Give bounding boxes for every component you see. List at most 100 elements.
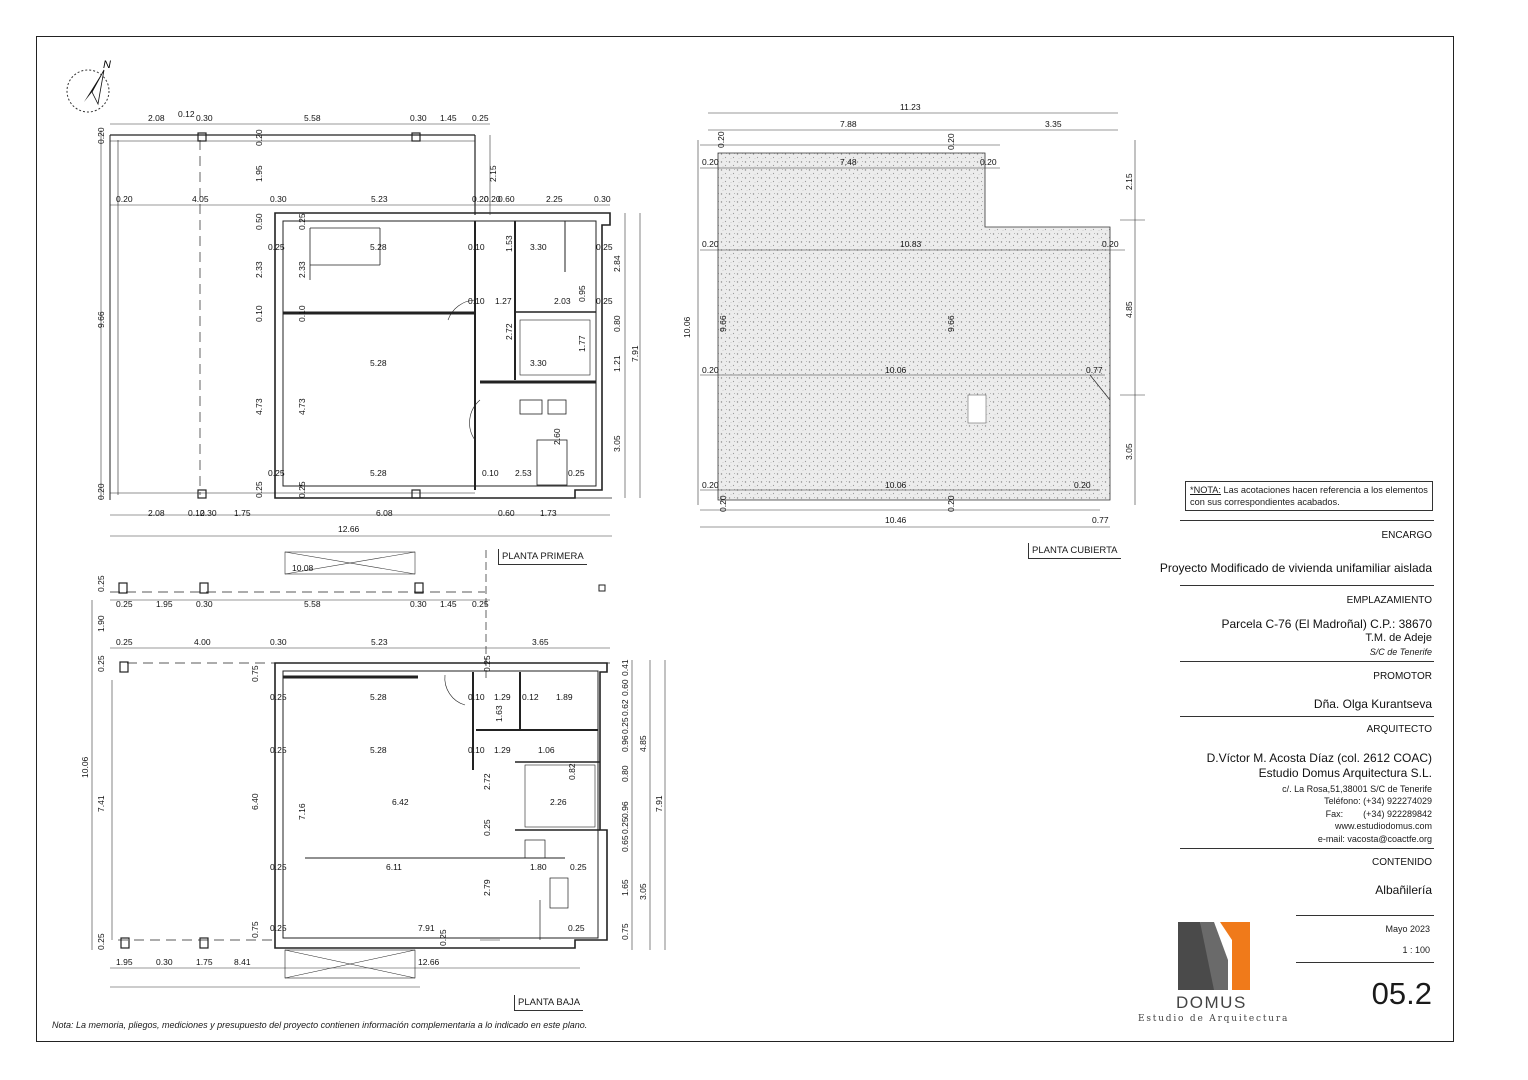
dim-label: 0.25 — [270, 862, 287, 872]
dim-label: 0.25 — [297, 481, 307, 498]
dim-label: 0.25 — [568, 468, 585, 478]
dimension-labels-baja: 0.25 0.25 1.95 0.30 5.58 0.30 1.45 0.25 … — [80, 575, 664, 967]
dim-label: 0.25 — [620, 717, 630, 734]
domus-logo-icon — [1178, 922, 1250, 990]
dim-label: 2.72 — [504, 323, 514, 340]
dim-label: 4.85 — [638, 735, 648, 752]
dim-label: 0.77 — [1086, 365, 1103, 375]
dim-label: 0.96 — [620, 735, 630, 752]
dim-label: 0.30 — [196, 599, 213, 609]
dim-label: 10.08 — [292, 563, 314, 573]
dim-label: 0.25 — [472, 113, 489, 123]
dim-label: 0.75 — [250, 665, 260, 682]
dim-label: 7.48 — [840, 157, 857, 167]
dim-label: 1.29 — [494, 745, 511, 755]
divider — [1296, 915, 1434, 916]
dim-label: 1.27 — [495, 296, 512, 306]
dim-label: 0.25 — [96, 575, 106, 592]
dim-label: 11.23 — [900, 102, 921, 112]
dim-label: 0.20 — [116, 194, 133, 204]
dim-label: 2.72 — [482, 773, 492, 790]
dim-label: 4.00 — [194, 637, 211, 647]
logo-subtitle: Estudio de Arquitectura — [1138, 1014, 1290, 1024]
dim-label: 0.20 — [702, 365, 719, 375]
dim-label: 0.20 — [96, 127, 106, 144]
dim-label: 10.06 — [682, 316, 692, 338]
dim-label: 0.20 — [1074, 480, 1091, 490]
dim-label: 0.20 — [980, 157, 997, 167]
planta-cubierta-dimension-lines — [697, 112, 1145, 528]
dim-label: 0.30 — [156, 957, 173, 967]
dimension-labels-primera: 2.08 0.12 0.30 5.58 0.30 1.45 0.25 0.20 … — [96, 109, 640, 573]
dim-label: 0.20 — [702, 480, 719, 490]
dim-label: 2.08 — [148, 508, 165, 518]
divider — [1180, 661, 1434, 662]
dim-label: 0.10 — [254, 305, 264, 322]
dim-label: 0.25 — [270, 692, 287, 702]
dim-label: 0.95 — [577, 285, 587, 302]
dim-label: 0.75 — [250, 921, 260, 938]
dim-label: 9.66 — [946, 315, 956, 332]
dim-label: 3.35 — [1045, 119, 1062, 129]
dim-label: 7.16 — [297, 803, 307, 820]
dim-label: 2.25 — [546, 194, 563, 204]
dim-label: 3.65 — [532, 637, 549, 647]
emplazamiento-line1: Parcela C-76 (El Madroñal) C.P.: 38670 — [1221, 617, 1432, 631]
dim-label: 0.10 — [482, 468, 499, 478]
contenido-label: CONTENIDO — [1372, 857, 1432, 868]
emplazamiento-line2: T.M. de Adeje — [1365, 632, 1432, 644]
arquitecto-line1: D.Víctor M. Acosta Díaz (col. 2612 COAC) — [1206, 751, 1432, 765]
dim-label: 0.30 — [200, 508, 217, 518]
dim-label: 10.83 — [900, 239, 922, 249]
dim-label: 1.65 — [620, 879, 630, 896]
divider — [1180, 716, 1434, 717]
dim-label: 0.20 — [716, 131, 726, 148]
dim-label: 1.90 — [96, 615, 106, 632]
dim-label: 4.85 — [1124, 301, 1134, 318]
drawing-frame — [36, 36, 1454, 1042]
dim-label: 0.30 — [270, 194, 287, 204]
dim-label: 0.30 — [410, 599, 427, 609]
dim-label: 7.91 — [654, 795, 664, 812]
dim-label: 0.80 — [620, 765, 630, 782]
divider — [1180, 585, 1434, 586]
dim-label: 1.80 — [530, 862, 547, 872]
dim-label: 5.58 — [304, 113, 321, 123]
dim-label: 0.25 — [96, 655, 106, 672]
dim-label: 4.05 — [192, 194, 209, 204]
planta-baja-drawing — [110, 550, 610, 979]
dim-label: 0.77 — [1092, 515, 1109, 525]
planta-baja-dimension-lines — [91, 599, 666, 988]
arquitecto-line2: Estudio Domus Arquitectura S.L. — [1258, 766, 1432, 780]
dim-label: 1.73 — [540, 508, 557, 518]
dim-label: 3.30 — [530, 358, 547, 368]
dim-label: 1.75 — [234, 508, 251, 518]
dim-label: 2.33 — [254, 261, 264, 278]
encargo-label: ENCARGO — [1381, 530, 1432, 541]
contact-email[interactable]: e-mail: vacosta@coactfe.org — [1317, 833, 1432, 844]
north-arrow-icon: N — [66, 59, 111, 113]
dim-label: 0.25 — [570, 862, 587, 872]
dim-label: 10.06 — [885, 365, 907, 375]
contact-website[interactable]: www.estudiodomus.com — [1334, 821, 1432, 832]
arquitecto-label: ARQUITECTO — [1366, 724, 1432, 735]
dim-label: 4.73 — [297, 398, 307, 415]
dim-label: 0.25 — [270, 923, 287, 933]
divider — [1296, 962, 1434, 963]
dim-label: 1.95 — [254, 165, 264, 182]
dim-label: 0.60 — [498, 508, 515, 518]
dim-label: 5.28 — [370, 745, 387, 755]
dim-label: 0.20 — [702, 239, 719, 249]
dim-label: 2.15 — [1124, 173, 1134, 190]
dim-label: 0.20 — [946, 495, 956, 512]
scale-text: 1 : 100 — [1402, 945, 1430, 955]
dim-label: 0.10 — [468, 745, 485, 755]
dim-label: 10.06 — [885, 480, 907, 490]
dim-label: 1.75 — [196, 957, 213, 967]
dim-label: 0.30 — [270, 637, 287, 647]
dim-label: 1.77 — [577, 335, 587, 352]
dim-label: 1.63 — [494, 705, 504, 722]
dim-label: 2.26 — [550, 797, 567, 807]
dim-label: 10.46 — [885, 515, 907, 525]
